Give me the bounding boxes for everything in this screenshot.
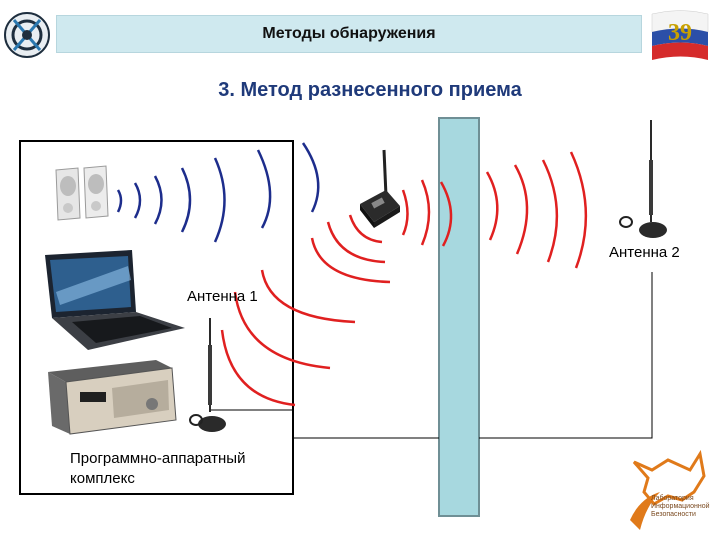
page-title: Методы обнаружения (262, 25, 436, 42)
blue-wave (256, 149, 272, 229)
laptop-icon (45, 250, 185, 350)
antenna1-icon (189, 318, 226, 432)
receiver-device-icon (48, 360, 177, 435)
red-wave-group (220, 179, 431, 407)
red-wave (439, 181, 453, 247)
red-wave (310, 237, 391, 284)
blue-wave (301, 142, 320, 213)
bug-device-icon (360, 149, 400, 228)
red-wave-group-right (439, 151, 588, 269)
red-wave (326, 221, 386, 264)
slide-subtitle: 3. Метод разнесенного приема (218, 79, 522, 101)
slide-number: 39 (668, 20, 692, 46)
red-wave (420, 179, 431, 246)
complex-box (19, 140, 294, 495)
red-wave (260, 269, 356, 324)
cable-antenna2 (479, 272, 653, 439)
red-wave (401, 189, 409, 236)
red-wave (541, 159, 559, 263)
red-wave (233, 291, 331, 370)
red-wave (485, 171, 499, 241)
blue-wave (116, 189, 123, 213)
logo-caption: Лаборатория Информационной Безопасности (651, 495, 710, 518)
red-wave (348, 214, 383, 244)
wall (438, 117, 480, 517)
blue-wave (133, 182, 142, 219)
red-wave (513, 164, 529, 255)
blue-wave (213, 157, 226, 243)
red-wave (220, 329, 296, 407)
speakers-icon (55, 165, 109, 221)
antenna1-label: Антенна 1 (187, 288, 258, 305)
blue-wave-group (116, 142, 320, 243)
flag-icon (651, 10, 709, 60)
emblem-icon (4, 12, 50, 58)
blue-wave (153, 175, 163, 225)
fox-logo-icon (630, 449, 706, 530)
red-wave (569, 151, 588, 269)
title-bar: Методы обнаружения (56, 15, 642, 53)
blue-wave (180, 167, 192, 233)
complex-label: Программно-аппаратный комплекс (70, 450, 246, 487)
antenna2-label: Антенна 2 (609, 244, 680, 261)
antenna2-icon (619, 120, 667, 238)
